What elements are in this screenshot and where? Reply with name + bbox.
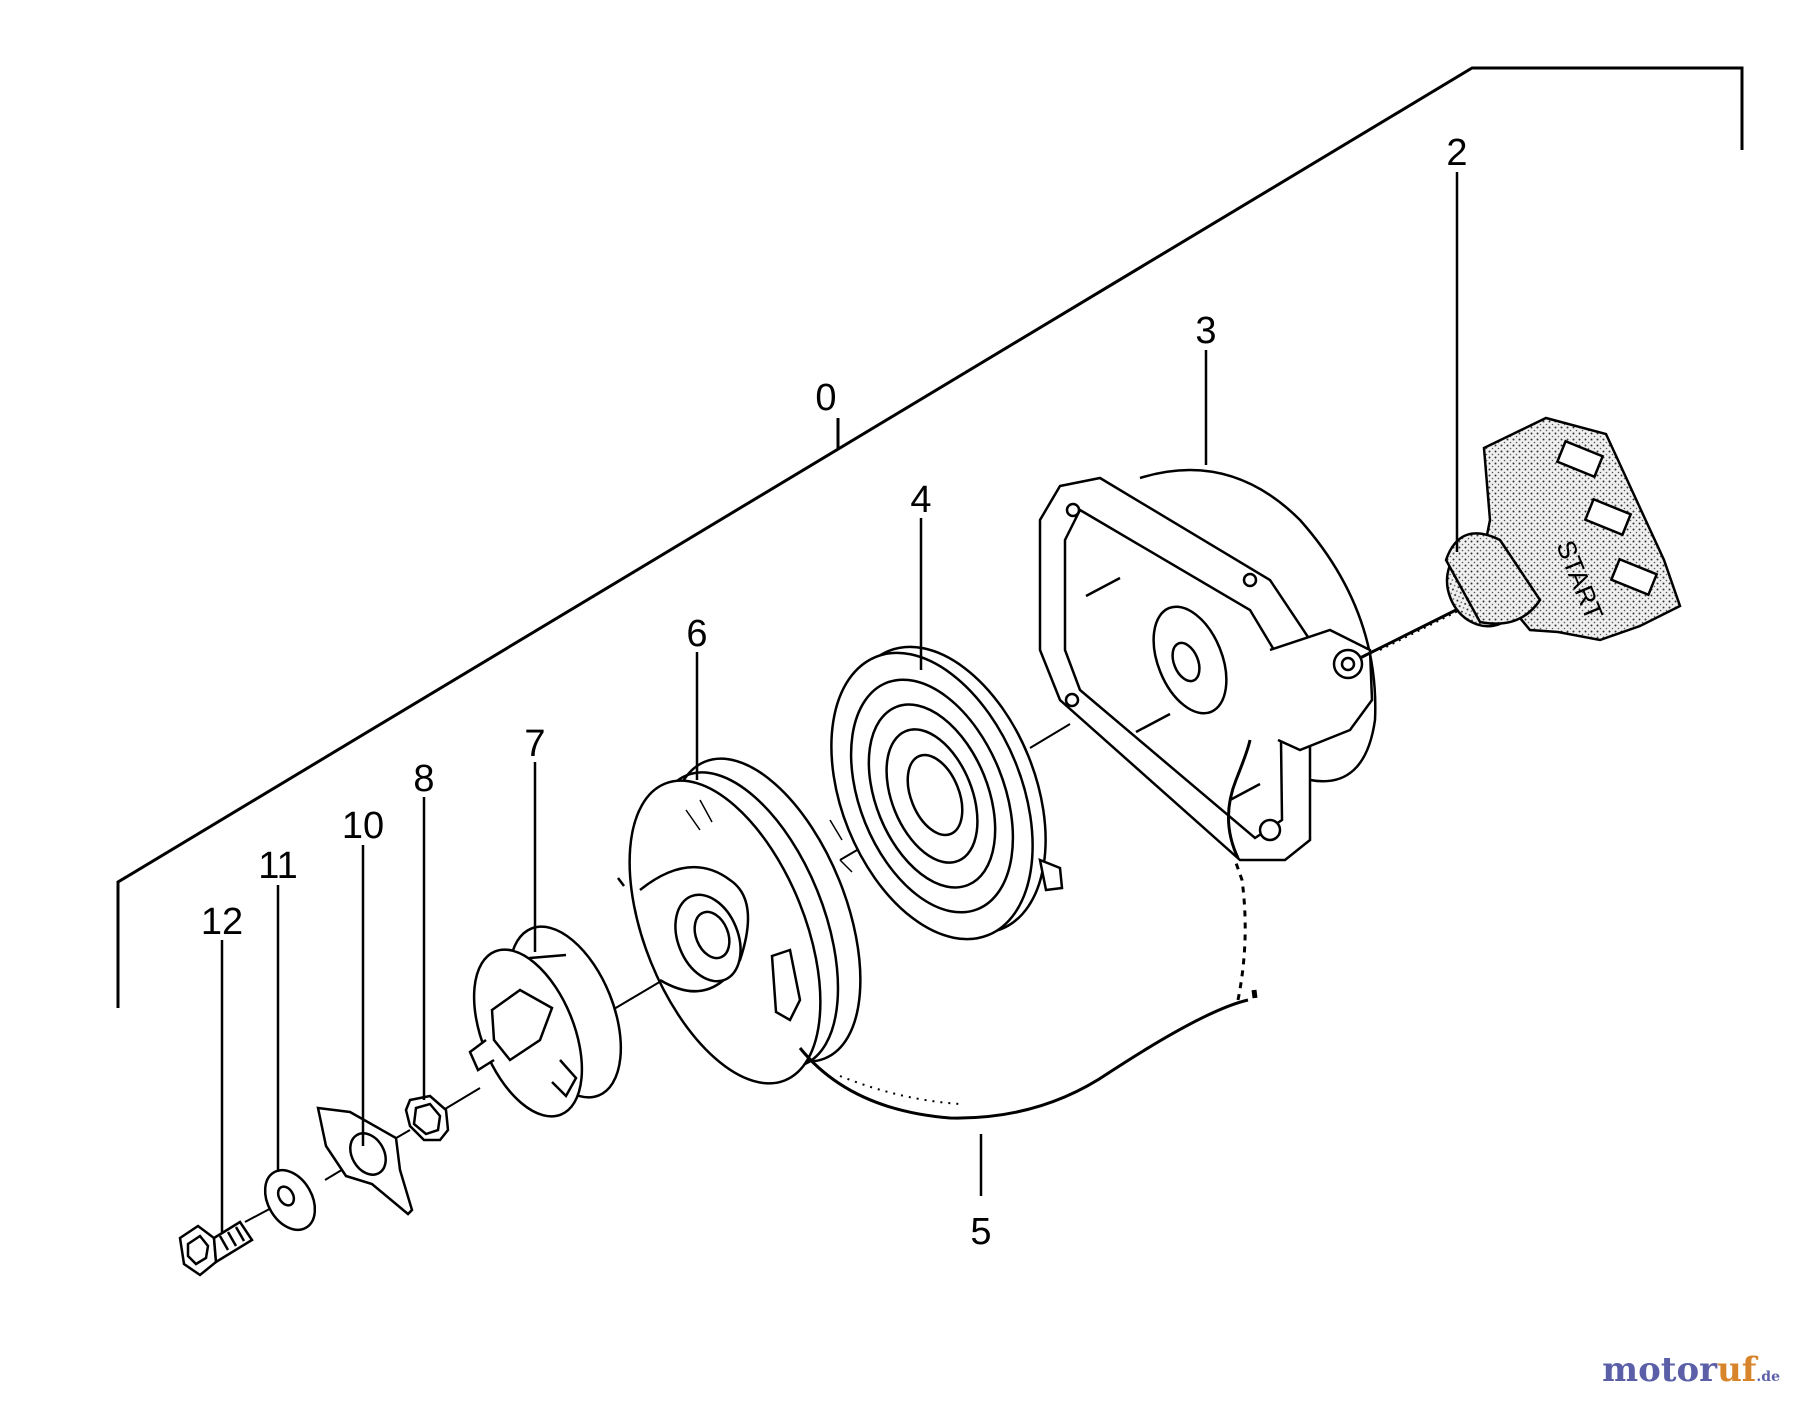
washer-part-11 [263,1168,317,1232]
ratchet-plate-part-10 [316,1106,414,1216]
callout-7: 7 [524,723,545,765]
callout-11: 11 [258,845,297,887]
motoruf-watermark: motoruf.de [1602,1350,1780,1390]
callout-3: 3 [1195,310,1216,352]
bolt-part-12 [178,1220,254,1277]
callout-12: 12 [201,901,243,943]
drum-part-7 [468,925,623,1118]
leader-lines [220,172,1459,1232]
callout-0: 0 [815,377,836,419]
watermark-suffix: .de [1756,1369,1780,1385]
callout-10: 10 [342,805,384,847]
callout-5: 5 [970,1211,991,1253]
watermark-part2: uf [1717,1350,1757,1390]
pulley-part-6 [617,757,862,1085]
callout-6: 6 [686,613,707,655]
watermark-part1: motor [1602,1350,1718,1390]
callout-labels: 0 2 3 4 5 6 7 8 10 11 12 [201,132,1468,1253]
callout-4: 4 [910,479,931,521]
callout-2: 2 [1446,132,1467,174]
handle-part-2: START [1444,416,1682,642]
assembly-bracket [116,66,1744,1008]
spring-part-4 [830,645,1064,941]
callout-8: 8 [413,758,434,800]
clip-part-8 [404,1094,450,1142]
housing-part-3 [1038,468,1377,862]
